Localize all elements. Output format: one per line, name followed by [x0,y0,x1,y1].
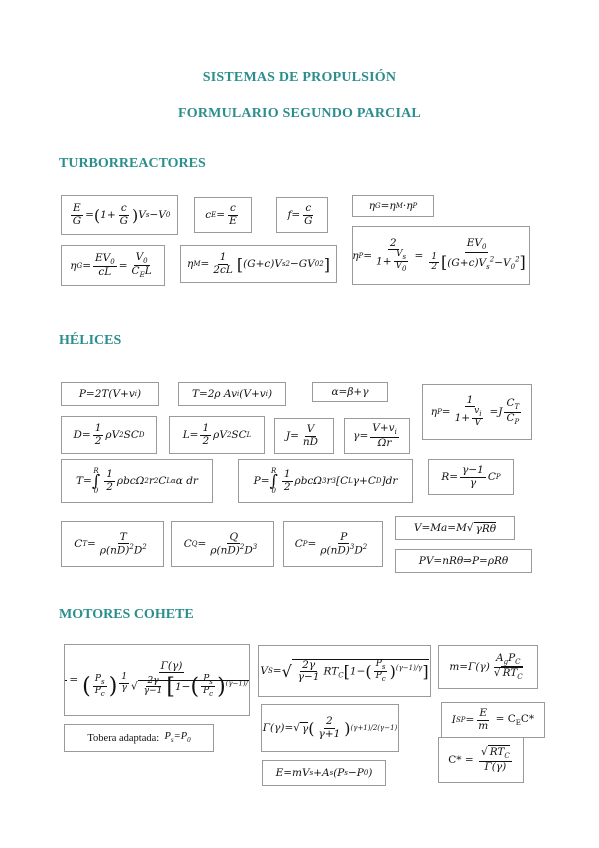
formula-alpha: α=β+γ [312,382,388,402]
document-subtitle: FORMULARIO SEGUNDO PARCIAL [178,106,421,121]
tobera-label: Tobera adaptada: [87,732,160,744]
formula-gas-law: PV=nRθ⇒P=ρRθ [395,549,532,573]
formula-velocity-mach: V=Ma=M√γRθ [395,516,515,540]
formula-tobera-adaptada: Tobera adaptada: Ps=P0 [64,724,214,752]
section-heading-helices: HÉLICES [59,333,122,348]
document-title: SISTEMAS DE PROPULSIÓN [202,70,397,85]
section-heading-turborreactores: TURBORREACTORES [59,156,206,171]
formula-mass-flow: m=Γ(γ)AgPC√RTC [438,645,538,689]
section-heading-motores-cohete: MOTORES COHETE [59,607,194,622]
